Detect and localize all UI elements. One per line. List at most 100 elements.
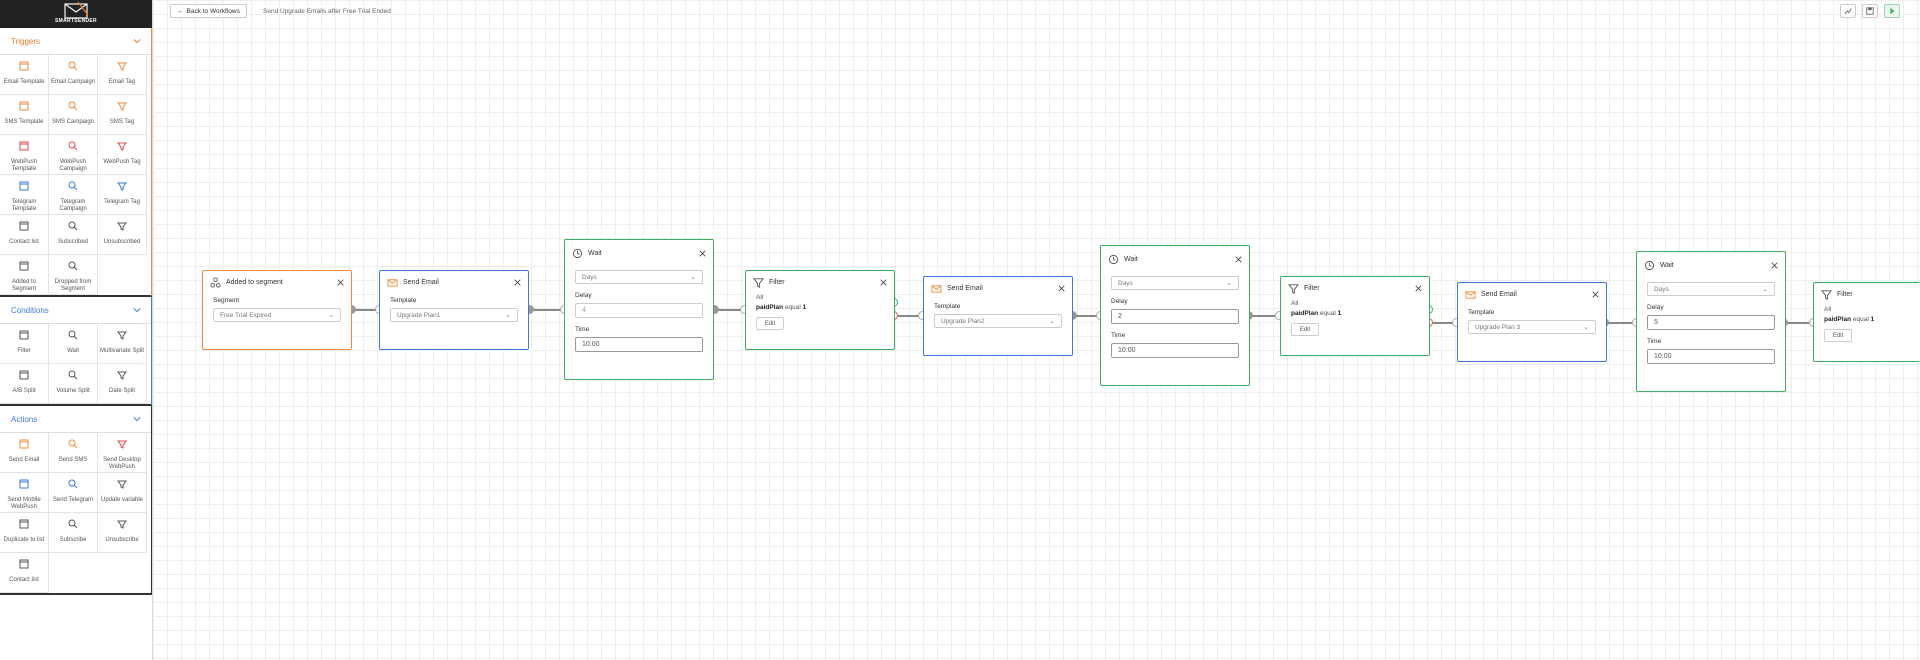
node-wait[interactable]: Wait Days⌄ Delay 2 Time 10:00 [1100, 245, 1250, 386]
close-icon[interactable] [337, 278, 344, 286]
time-input[interactable]: 10:00 [1647, 349, 1775, 364]
tile-icon [116, 478, 128, 497]
chevron-down-icon: ⌄ [1226, 280, 1232, 287]
segment-select[interactable]: Free Trial Expired⌄ [213, 308, 341, 322]
tile-dropped-from-segment[interactable]: Dropped from Segment [49, 255, 98, 295]
tile-unsubscribe[interactable]: Unsubscribe [98, 513, 147, 553]
edit-filter-button[interactable]: Edit [756, 317, 784, 330]
close-icon[interactable] [1592, 290, 1599, 298]
template-select[interactable]: Upgrade Plan2⌄ [934, 314, 1062, 328]
tile-label: WebPush Template [11, 159, 37, 172]
edit-filter-button[interactable]: Edit [1824, 329, 1852, 342]
node-send-email[interactable]: Send Email Template Upgrade Plan1⌄ [379, 270, 529, 350]
tile-sms-tag[interactable]: SMS Tag [98, 95, 147, 135]
tile-telegram-tag[interactable]: Telegram Tag [98, 175, 147, 215]
conditions-header[interactable]: Conditions [0, 297, 151, 324]
close-icon[interactable] [1235, 255, 1242, 263]
node-filter[interactable]: Filter All paidPlan equal 1 Edit [745, 270, 895, 350]
time-input[interactable]: 10:00 [1111, 343, 1239, 358]
tile-send-email[interactable]: Send Email [0, 433, 49, 473]
tile-volume-split[interactable]: Volume Split [49, 364, 98, 404]
tile-telegram-campaign[interactable]: Telegram Campaign [49, 175, 98, 215]
envelope-icon [387, 278, 398, 287]
close-icon[interactable] [1771, 261, 1778, 269]
tile-date-split[interactable]: Date Split [98, 364, 147, 404]
tile-webpush-campaign[interactable]: WebPush Campaign [49, 135, 98, 175]
node-added-to-segment[interactable]: Added to segment Segment Free Trial Expi… [202, 270, 352, 350]
tile-update-variable[interactable]: Update variable [98, 473, 147, 513]
tile-email-campaign[interactable]: Email Campaign [49, 55, 98, 95]
tile-subscribe[interactable]: Subscribe [49, 513, 98, 553]
node-wait[interactable]: Wait Days⌄ Delay 5 Time 10:00 [1636, 251, 1786, 392]
tile-label: Email Tag [108, 79, 136, 85]
time-input[interactable]: 10:00 [575, 337, 703, 352]
node-filter[interactable]: Filter All paidPlan equal 1 Edit [1280, 276, 1430, 356]
triggers-header[interactable]: Triggers [0, 28, 151, 55]
tile-email-tag[interactable]: Email Tag [98, 55, 147, 95]
node-send-email[interactable]: Send Email Template Upgrade Plan2⌄ [923, 276, 1073, 356]
unit-select[interactable]: Days⌄ [1111, 276, 1239, 290]
close-icon[interactable] [880, 278, 887, 286]
tile-icon [18, 60, 30, 79]
tile-sms-template[interactable]: SMS Template [0, 95, 49, 135]
connector-line [1070, 315, 1100, 317]
tile-webpush-tag[interactable]: WebPush Tag [98, 135, 147, 175]
tile-send-telegram[interactable]: Send Telegram [49, 473, 98, 513]
close-icon[interactable] [1415, 284, 1422, 292]
tile-duplicate-to-list[interactable]: Duplicate to list [0, 513, 49, 553]
node-filter[interactable]: Filter All paidPlan equal 1 Edit [1813, 282, 1920, 362]
template-select[interactable]: Upgrade Plan1⌄ [390, 308, 518, 322]
tile-label: Send Telegram [52, 497, 94, 503]
tile-send-sms[interactable]: Send SMS [49, 433, 98, 473]
tile-filter[interactable]: Filter [0, 324, 49, 364]
chevron-down-icon: ⌄ [1583, 324, 1589, 331]
tile-sms-campaign[interactable]: SMS Campaign [49, 95, 98, 135]
unit-select[interactable]: Days⌄ [575, 270, 703, 284]
play-icon [1890, 7, 1895, 15]
actions-header[interactable]: Actions [0, 406, 151, 433]
tile-multivariate-split[interactable]: Multivariate Split [98, 324, 147, 364]
delay-label: Delay [575, 292, 592, 299]
tile-a-b-split[interactable]: A/B Split [0, 364, 49, 404]
template-select[interactable]: Upgrade Plan 3⌄ [1468, 320, 1596, 334]
output-port[interactable] [525, 305, 534, 314]
close-icon[interactable] [699, 249, 706, 257]
output-port[interactable] [710, 305, 719, 314]
node-send-email[interactable]: Send Email Template Upgrade Plan 3⌄ [1457, 282, 1607, 362]
tile-contact-list[interactable]: Contact list [0, 215, 49, 255]
tile-telegram-template[interactable]: Telegram Template [0, 175, 49, 215]
tile-label: A/B Split [12, 388, 36, 394]
tile-icon [67, 478, 79, 497]
tile-icon [116, 140, 128, 159]
tile-send-mobile-webpush[interactable]: Send Mobile WebPush [0, 473, 49, 513]
tile-subscribed[interactable]: Subscribed [49, 215, 98, 255]
tile-contact-list[interactable]: Contact list [0, 553, 49, 593]
node-wait[interactable]: Wait Days⌄ Delay 4 Time 10:00 [564, 239, 714, 380]
tile-send-desktop-webpush[interactable]: Send Desktop WebPush [98, 433, 147, 473]
stats-button[interactable] [1840, 4, 1856, 18]
unit-select[interactable]: Days⌄ [1647, 282, 1775, 296]
tile-wait[interactable]: Wait [49, 324, 98, 364]
tile-icon [116, 369, 128, 388]
tile-email-template[interactable]: Email Template [0, 55, 49, 95]
close-icon[interactable] [1058, 284, 1065, 292]
back-to-workflows-button[interactable]: ← Back to Workflows [170, 4, 247, 18]
connector-line [1432, 322, 1456, 324]
tile-icon [67, 60, 79, 79]
delay-input[interactable]: 2 [1111, 309, 1239, 324]
delay-input[interactable]: 4 [575, 303, 703, 318]
clock-icon [1644, 260, 1655, 270]
tile-added-to-segment[interactable]: Added to Segment [0, 255, 49, 295]
time-label: Time [575, 326, 590, 333]
field-label: Template [390, 297, 417, 304]
connector-line [1248, 315, 1280, 317]
close-icon[interactable] [514, 278, 521, 286]
chevron-down-icon [133, 417, 141, 422]
delay-input[interactable]: 5 [1647, 315, 1775, 330]
edit-filter-button[interactable]: Edit [1291, 323, 1319, 336]
save-button[interactable] [1862, 4, 1878, 18]
tile-label: Send Desktop WebPush [103, 457, 141, 470]
tile-unsubscribed[interactable]: Unsubscribed [98, 215, 147, 255]
run-button[interactable] [1884, 4, 1900, 18]
tile-webpush-template[interactable]: WebPush Template [0, 135, 49, 175]
